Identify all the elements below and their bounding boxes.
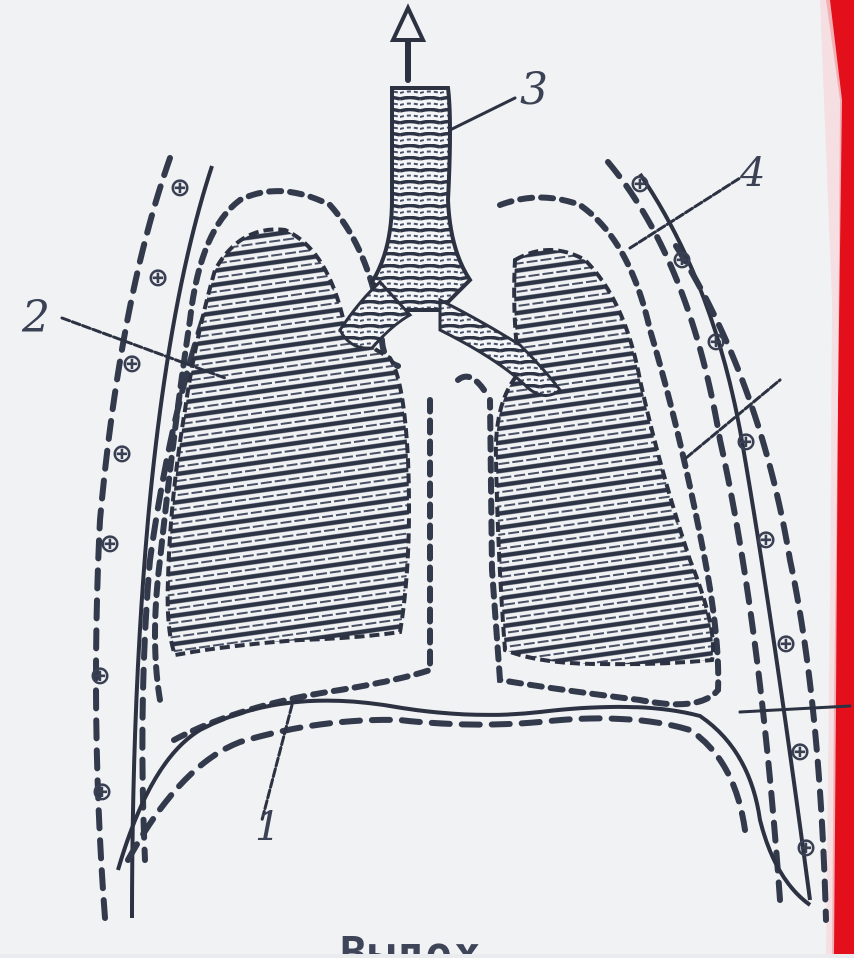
label-diaphragm: 1 (255, 804, 280, 850)
rib-mark: ⊕ (111, 439, 133, 469)
label-chest-wall: 4 (739, 150, 765, 196)
rib-mark: ⊕ (629, 169, 651, 199)
rib-mark: ⊕ (705, 327, 727, 357)
rib-mark: ⊕ (169, 173, 191, 203)
rib-mark: ⊕ (795, 833, 817, 863)
rib-mark: ⊕ (755, 525, 777, 555)
label-trachea: 3 (520, 64, 548, 115)
rib-mark: ⊕ (91, 777, 113, 807)
label-pleural-cavity: 2 (21, 292, 50, 343)
rib-mark: ⊕ (89, 661, 111, 691)
rib-mark: ⊕ (775, 629, 797, 659)
rib-mark: ⊕ (99, 529, 121, 559)
rib-mark: ⊕ (789, 737, 811, 767)
rib-mark: ⊕ (671, 245, 693, 275)
rib-mark: ⊕ (735, 427, 757, 457)
rib-mark: ⊕ (147, 263, 169, 293)
caption-exhale: Выдох (340, 928, 482, 954)
rib-mark: ⊕ (121, 349, 143, 379)
